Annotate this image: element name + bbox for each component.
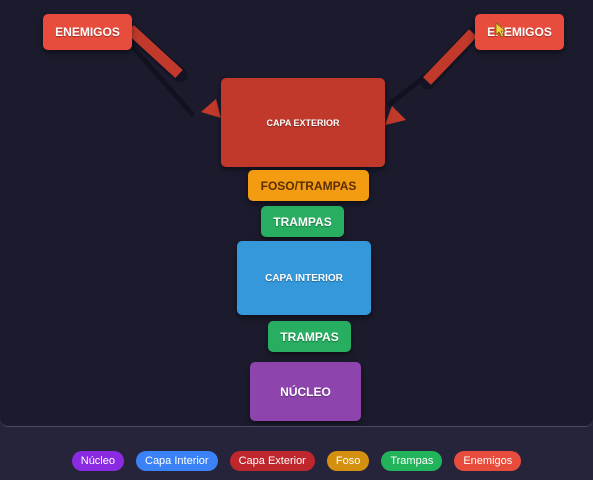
mouse-pointer-icon: [495, 22, 506, 38]
diagram-canvas: ENEMIGOS ENEMIGOS CAPA EXTERIOR FOSO/TRA…: [0, 0, 593, 427]
enemies-right-box[interactable]: ENEMIGOS: [475, 14, 564, 50]
core-box[interactable]: NÚCLEO: [250, 362, 361, 421]
outer-layer-label: CAPA EXTERIOR: [266, 117, 340, 128]
left-attack-arrow: [118, 19, 221, 118]
legend-item[interactable]: Foso: [326, 451, 370, 471]
traps-upper-box[interactable]: TRAMPAS: [261, 206, 344, 237]
inner-layer-label: CAPA INTERIOR: [265, 272, 343, 284]
right-attack-arrow: [385, 27, 480, 125]
legend-item[interactable]: Capa Exterior: [229, 451, 315, 471]
legend: Núcleo Capa Interior Capa Exterior Foso Tram…: [0, 451, 593, 471]
moat-traps-box[interactable]: FOSO/TRAMPAS: [248, 170, 369, 201]
legend-item[interactable]: Enemigos: [454, 451, 522, 471]
traps-lower-label: TRAMPAS: [280, 329, 339, 344]
core-label: NÚCLEO: [280, 384, 331, 399]
attack-arrows: [118, 19, 480, 125]
legend-item[interactable]: Capa Interior: [136, 451, 218, 471]
enemies-left-label: ENEMIGOS: [55, 25, 120, 39]
outer-layer-box[interactable]: CAPA EXTERIOR: [221, 78, 385, 167]
enemies-left-box[interactable]: ENEMIGOS: [43, 14, 132, 50]
legend-item[interactable]: Núcleo: [71, 451, 124, 471]
traps-lower-box[interactable]: TRAMPAS: [268, 321, 351, 352]
legend-item[interactable]: Trampas: [381, 451, 443, 471]
inner-layer-box[interactable]: CAPA INTERIOR: [237, 241, 371, 315]
traps-upper-label: TRAMPAS: [273, 214, 332, 229]
moat-traps-label: FOSO/TRAMPAS: [260, 178, 357, 193]
